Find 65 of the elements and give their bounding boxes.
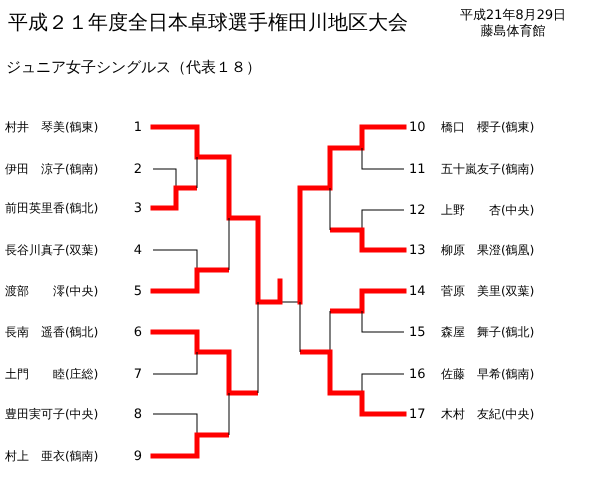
bracket-line xyxy=(152,168,176,188)
player-name: 森屋 舞子(鶴北) xyxy=(441,324,534,340)
seed-number: 17 xyxy=(409,406,427,422)
seed-number: 4 xyxy=(134,242,142,258)
seed-number: 12 xyxy=(409,202,427,218)
player-name: 長谷川真子(双葉) xyxy=(5,242,98,258)
bracket-line xyxy=(362,374,404,394)
player-name: 村上 亜衣(鶴南) xyxy=(5,448,98,464)
bracket-line xyxy=(228,218,230,270)
player-name: 木村 友紀(中央) xyxy=(441,406,534,422)
seed-number: 6 xyxy=(134,324,142,340)
seed-number: 1 xyxy=(134,120,142,134)
seed-number: 15 xyxy=(409,324,427,340)
bracket-line xyxy=(362,310,404,332)
player-name: 橋口 櫻子(鶴東) xyxy=(441,118,534,136)
bracket-line xyxy=(298,186,302,304)
seed-number: 11 xyxy=(409,162,427,176)
bracket-line xyxy=(360,390,406,416)
player-name: 豊田実可子(中央) xyxy=(5,406,98,422)
bracket-line xyxy=(226,350,232,396)
bracket-line xyxy=(150,432,200,458)
seed-number: 9 xyxy=(134,448,142,464)
bracket-line xyxy=(152,250,198,270)
player-name: 柳原 果澄(鶴凰) xyxy=(441,242,534,258)
bracket-line xyxy=(228,392,230,436)
bracket-line xyxy=(150,268,200,294)
bracket-line xyxy=(278,278,282,304)
seed-number: 2 xyxy=(134,162,142,176)
bracket-line xyxy=(196,156,198,188)
bracket-line xyxy=(362,210,404,230)
bracket-line xyxy=(150,330,200,354)
bracket-line xyxy=(256,216,260,304)
player-name: 伊田 涼子(鶴南) xyxy=(5,160,98,178)
player-name: 渡部 澪(中央) xyxy=(5,282,98,300)
player-name: 上野 杏(中央) xyxy=(441,202,534,218)
player-name: 村井 琴美(鶴東) xyxy=(5,118,98,136)
seed-number: 16 xyxy=(409,366,427,382)
bracket-line xyxy=(152,414,198,436)
bracket-line xyxy=(226,154,232,220)
bracket-line xyxy=(152,352,198,374)
bracket-line xyxy=(328,350,332,396)
seed-number: 5 xyxy=(134,284,142,298)
venue-label: 藤島体育館 xyxy=(480,22,546,40)
bracket-line xyxy=(150,186,178,210)
player-name: 佐藤 早希(鶴南) xyxy=(441,366,534,382)
player-name: 五十嵐友子(鶴南) xyxy=(441,160,534,178)
date-label: 平成21年8月29日 xyxy=(458,7,568,24)
bracket-line xyxy=(328,146,332,190)
bracket-line xyxy=(362,148,404,170)
player-name: 長南 遥香(鶴北) xyxy=(5,324,98,340)
seed-number: 10 xyxy=(409,120,427,134)
title: 平成２１年度全日本卓球選手権田川地区大会 xyxy=(8,9,408,36)
seed-number: 14 xyxy=(409,284,427,298)
bracket-line xyxy=(360,124,406,150)
player-name: 前田英里香(鶴北) xyxy=(5,200,98,216)
seed-number: 7 xyxy=(134,366,142,382)
player-name: 土門 睦(庄総) xyxy=(5,366,98,382)
bracket-line xyxy=(150,124,200,160)
seed-number: 3 xyxy=(134,200,142,216)
player-name: 菅原 美里(双葉) xyxy=(441,282,534,300)
bracket-line xyxy=(360,288,406,314)
seed-number: 8 xyxy=(134,406,142,422)
seed-number: 13 xyxy=(409,242,427,258)
bracket-line xyxy=(360,228,406,252)
subtitle: ジュニア女子シングルス（代表１８） xyxy=(6,58,261,77)
